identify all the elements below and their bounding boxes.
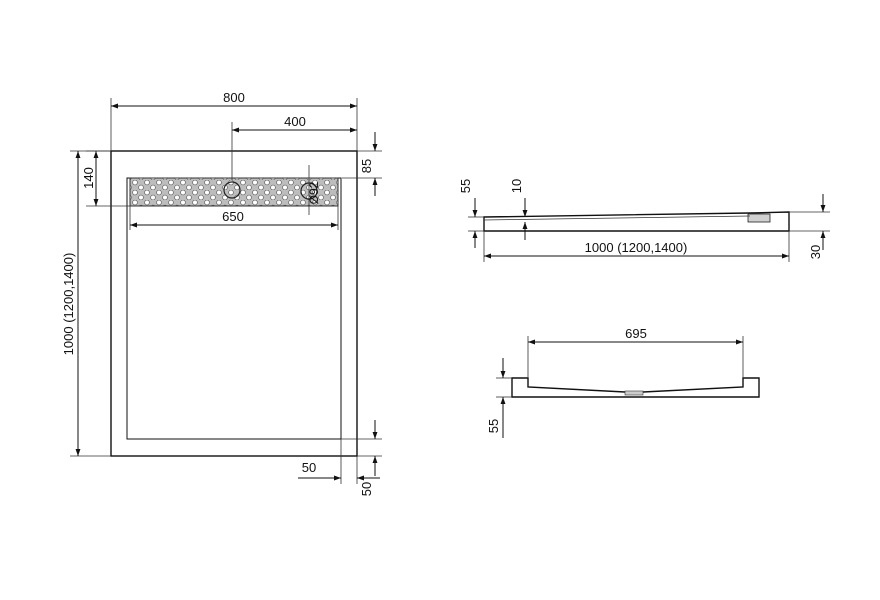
dim-top-border: 85: [359, 159, 374, 173]
end-drain: [624, 390, 644, 396]
dim-side-slope: 10: [509, 179, 524, 193]
plan-view: 800 400 85 140 650 Ø92 1000 (1200,1400): [61, 90, 382, 496]
dim-width: 800: [223, 90, 245, 105]
dim-side-length: 1000 (1200,1400): [585, 240, 688, 255]
dim-length: 1000 (1200,1400): [61, 253, 76, 356]
end-view: 695 55: [486, 326, 760, 438]
dim-end-width: 695: [625, 326, 647, 341]
drain-outlet-icon: [223, 181, 241, 199]
drain-profile: [747, 213, 771, 223]
tray-end-profile: [511, 377, 760, 398]
dim-end-height: 55: [486, 419, 501, 433]
side-view: 55 10 1000 (1200,1400) 30: [458, 179, 830, 262]
dim-grate-length: 650: [222, 209, 244, 224]
dim-side-border: 50: [302, 460, 316, 475]
dim-grate-offset: 400: [284, 114, 306, 129]
dim-side-height: 55: [458, 179, 473, 193]
dim-bottom-border: 50: [359, 482, 374, 496]
tray-side-profile: [483, 211, 790, 232]
dim-grate-depth: 140: [81, 167, 96, 189]
dim-drain-diameter: Ø92: [307, 181, 321, 204]
dim-edge-height: 30: [808, 245, 823, 259]
